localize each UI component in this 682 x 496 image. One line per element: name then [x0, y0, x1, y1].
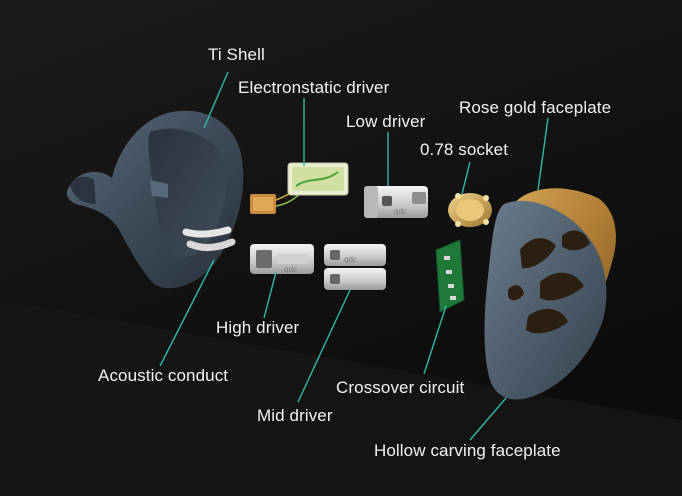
leader-crossover-circuit [423, 305, 447, 375]
acoustic-conduct-tubes [182, 226, 236, 252]
label-mid-driver: Mid driver [257, 406, 333, 425]
label-high-driver: High driver [216, 318, 300, 337]
label-electrostatic-driver: Electronstatic driver [238, 78, 390, 97]
hollow-carving-faceplate [484, 200, 607, 400]
label-crossover-circuit: Crossover circuit [336, 378, 465, 397]
label-acoustic-conduct: Acoustic conduct [98, 366, 229, 385]
high-driver-body [250, 244, 314, 274]
label-socket: 0.78 socket [420, 140, 509, 159]
leader-lines [159, 71, 549, 441]
ti-shell [66, 110, 244, 289]
label-low-driver: Low driver [346, 112, 426, 131]
mid-driver-body [324, 244, 386, 290]
brand-mark-high: qdc [284, 265, 297, 274]
label-rose-gold-faceplate: Rose gold faceplate [459, 98, 612, 117]
leader-ti-shell [203, 71, 229, 129]
floor-shade [0, 300, 682, 496]
leader-acoustic-conduct [159, 259, 215, 367]
leader-mid-driver [297, 289, 351, 403]
label-hollow-faceplate: Hollow carving faceplate [374, 441, 561, 460]
electrostatic-transformer [250, 185, 305, 214]
leader-rose-gold-faceplate [537, 117, 549, 191]
leader-high-driver [263, 271, 277, 319]
electrostatic-driver-body [287, 162, 349, 196]
leader-socket [461, 161, 471, 195]
brand-mark-low: qdc [394, 207, 407, 216]
low-driver-body [364, 186, 428, 218]
crossover-circuit-board [435, 239, 465, 313]
label-ti-shell: Ti Shell [208, 45, 265, 64]
leader-hollow-faceplate [469, 397, 507, 441]
socket-body [448, 193, 492, 227]
brand-mark-mid: qdc [344, 255, 357, 264]
